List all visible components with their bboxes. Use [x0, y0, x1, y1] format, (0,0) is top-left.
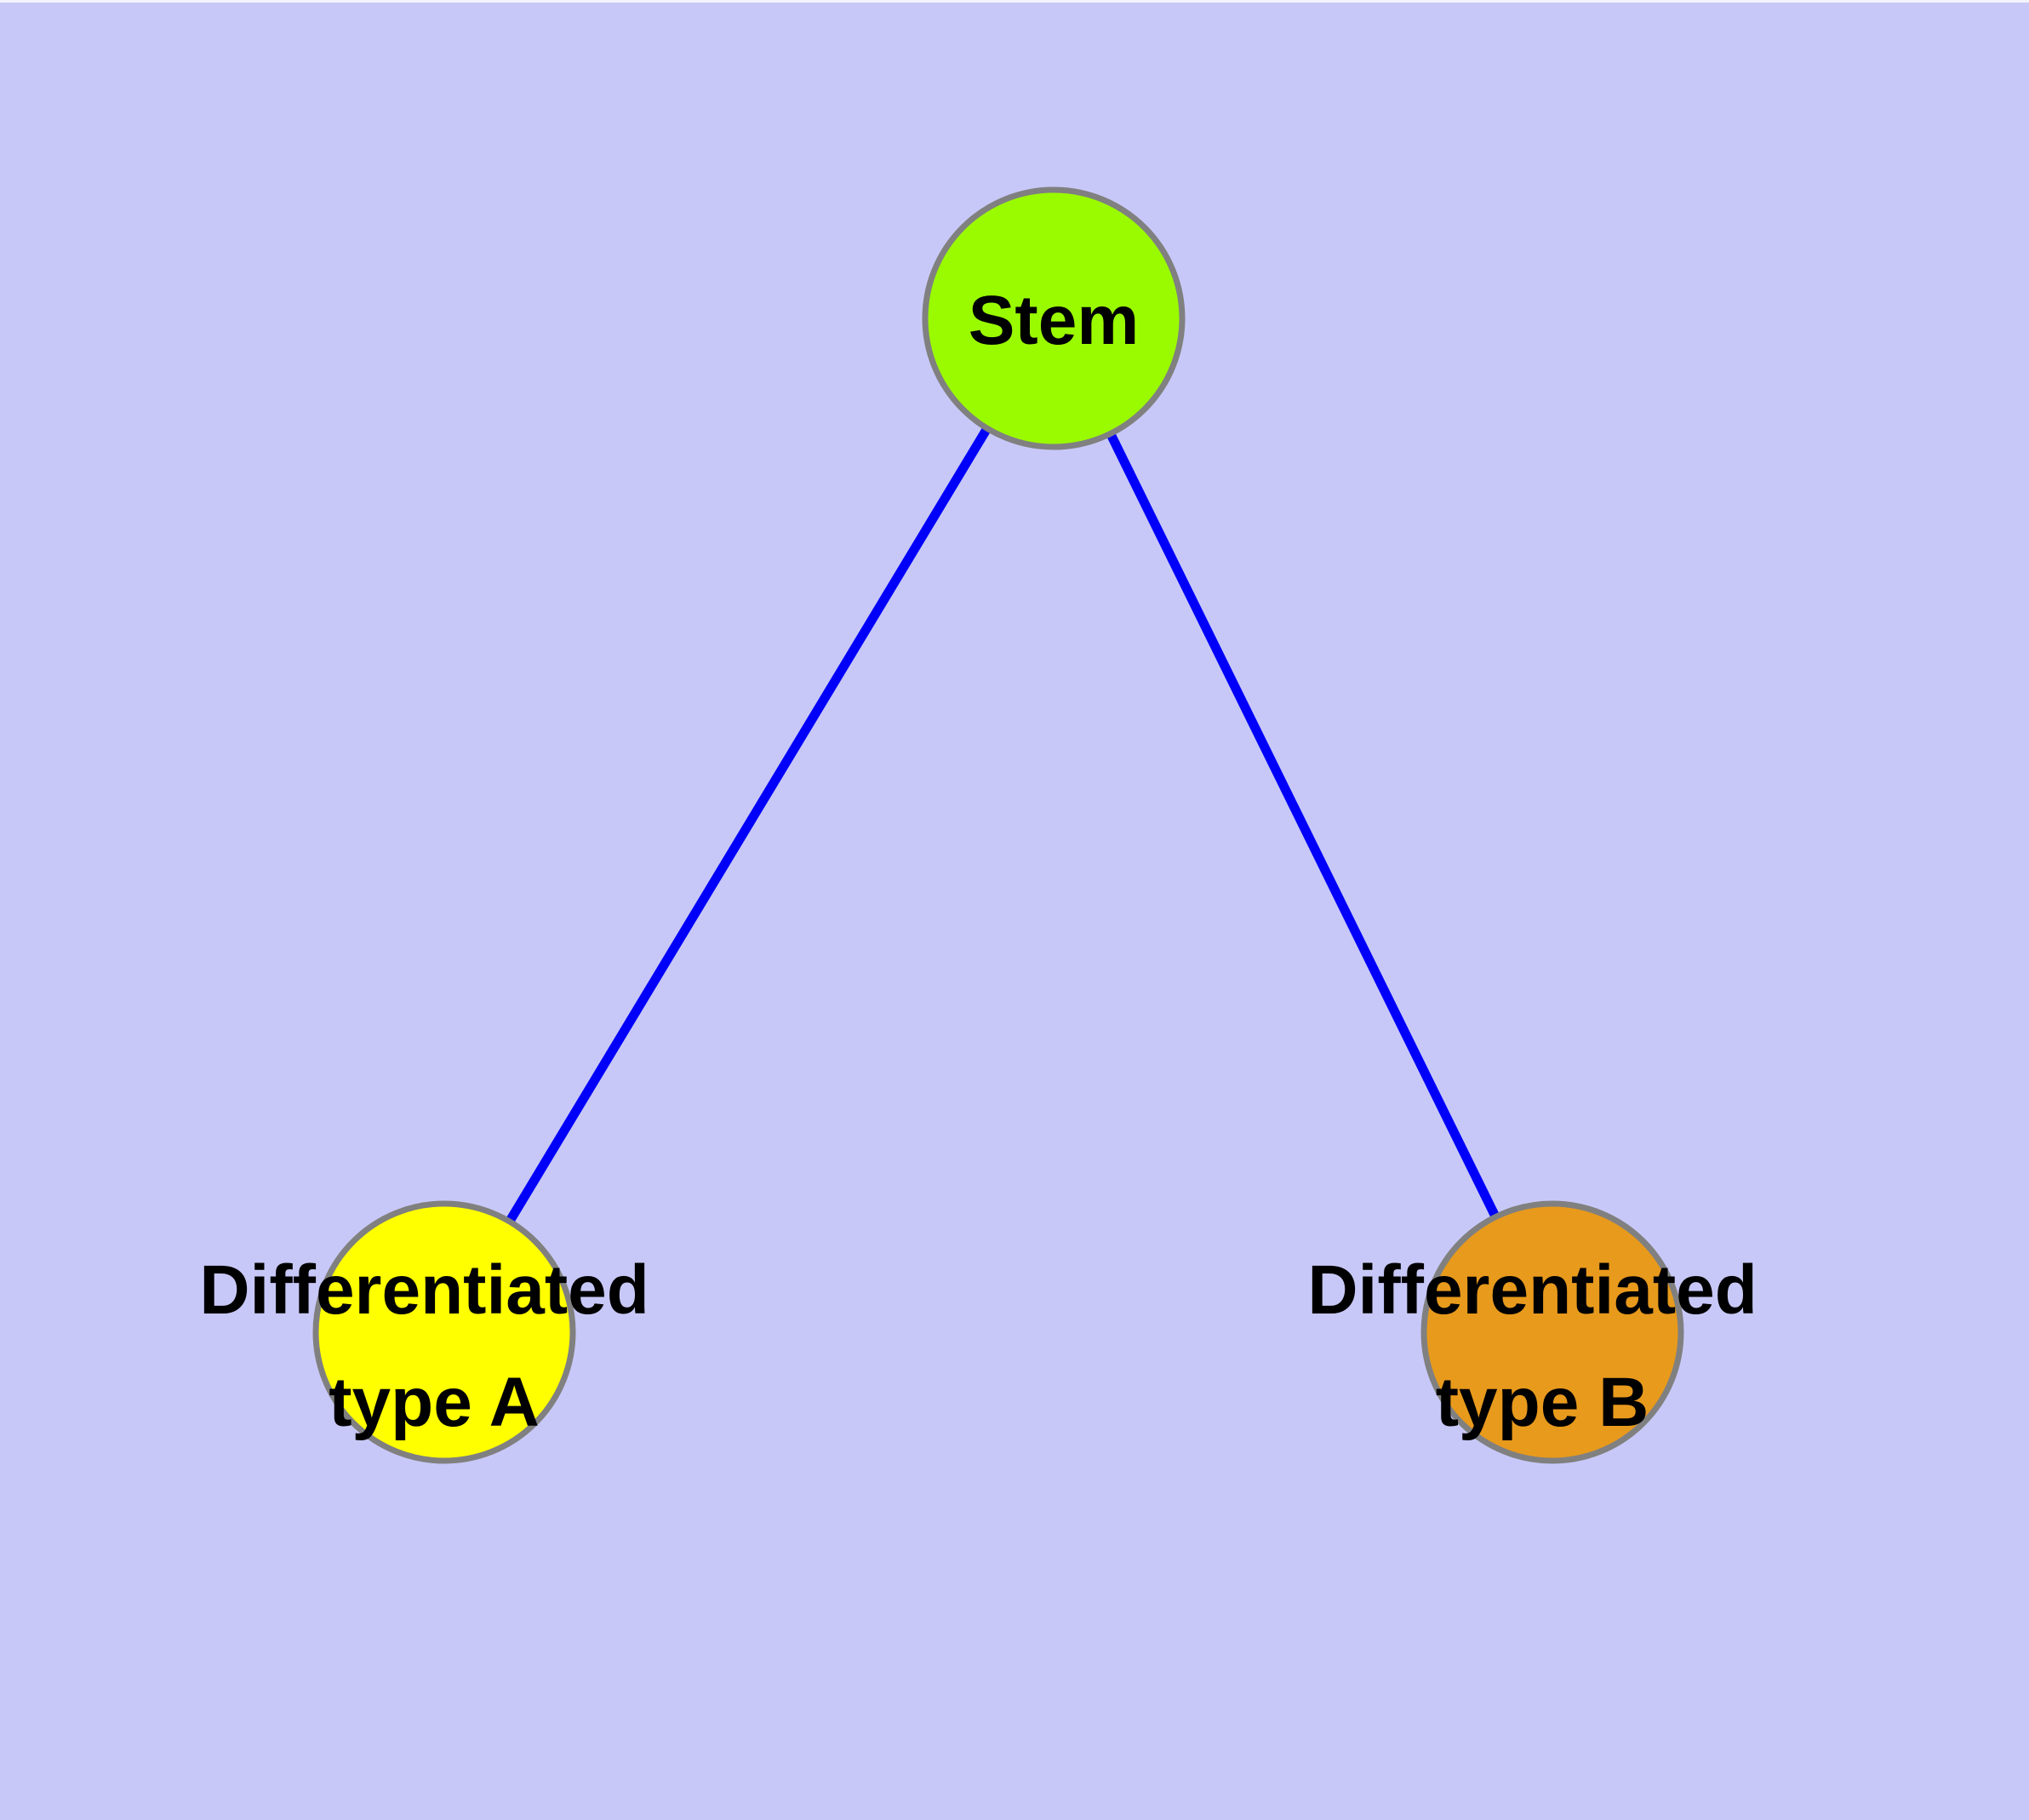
- node-differentiated-type-a-label: Differentiated type A: [199, 1251, 668, 1441]
- node-stem-label: Stem: [969, 282, 1140, 359]
- node-stem: [922, 186, 1186, 450]
- edge-stem-to-type-b: [1106, 432, 1500, 1219]
- node-a-label-line-1: Differentiated: [199, 1251, 649, 1329]
- node-b-label-line-1: Differentiated: [1307, 1251, 1758, 1329]
- node-a-label-line-2: type A: [329, 1364, 540, 1441]
- top-edge-highlight: [0, 0, 2029, 3]
- node-differentiated-type-a: [312, 1200, 576, 1464]
- node-b-label-line-2: type B: [1436, 1364, 1649, 1441]
- node-differentiated-type-b-label: Differentiated type B: [1307, 1251, 1776, 1441]
- node-differentiated-type-b: [1420, 1200, 1684, 1464]
- edge-stem-to-type-a: [505, 426, 992, 1225]
